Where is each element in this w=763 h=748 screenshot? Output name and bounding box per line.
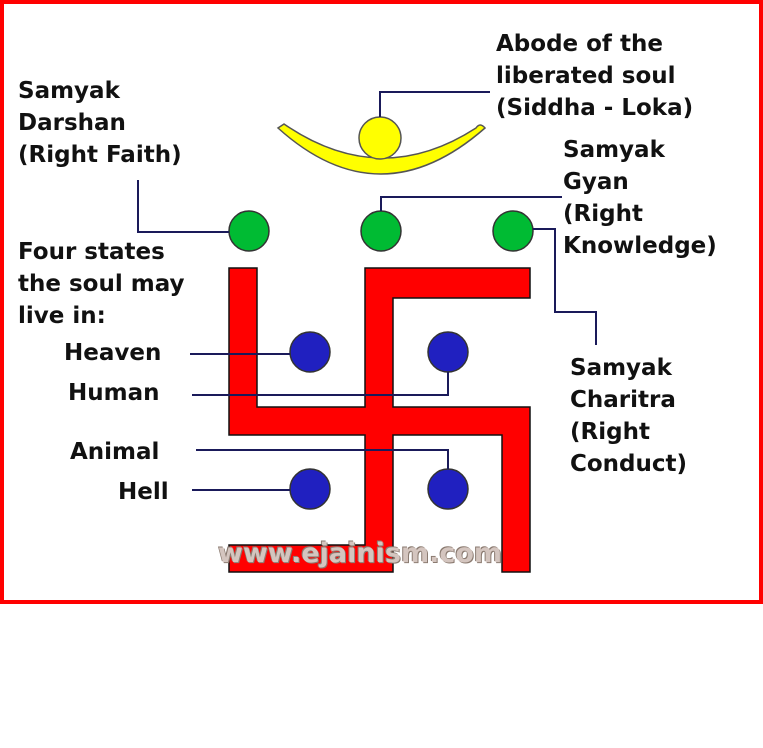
label-hell: Hell: [118, 479, 169, 505]
siddha-dot: [358, 116, 402, 160]
leader-lines: [137, 91, 597, 491]
label-human: Human: [68, 380, 160, 406]
state-hell-dot: [289, 468, 331, 510]
watermark: www.ejainism.com: [218, 538, 503, 569]
image-frame: [0, 0, 763, 604]
jewel-charitra: [492, 210, 534, 252]
state-animal-dot: [427, 468, 469, 510]
state-heaven-dot: [289, 331, 331, 373]
jewel-gyan: [360, 210, 402, 252]
swastika: [228, 267, 531, 573]
jewel-darshan: [228, 210, 270, 252]
label-heaven: Heaven: [64, 340, 162, 366]
state-human-dot: [427, 331, 469, 373]
label-animal: Animal: [70, 439, 160, 465]
crescent: [276, 123, 487, 175]
